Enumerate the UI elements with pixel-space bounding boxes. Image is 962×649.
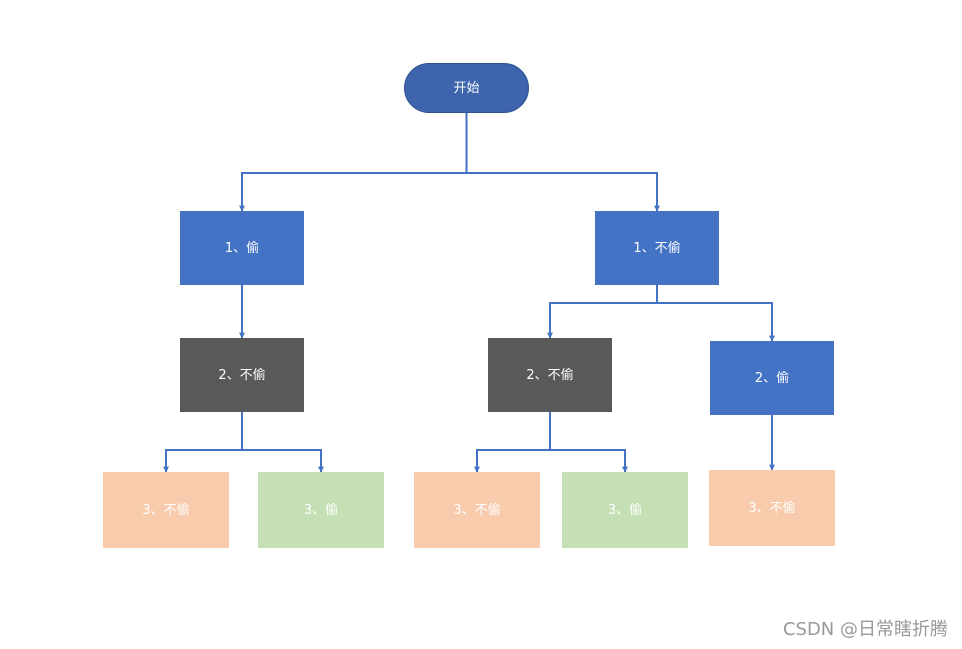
node-label: 3、不偷 [142,502,190,518]
edge-start-to-l1 [239,113,468,212]
process-node-r2a: 2、不偷 [488,338,612,412]
process-node-l3b: 3、偷 [258,472,384,548]
node-label: 开始 [453,80,480,96]
process-node-r3b: 3、偷 [562,472,688,548]
node-label: 2、偷 [754,370,790,386]
process-node-l1: 1、偷 [180,211,304,285]
edge-r2a-to-r3b [549,412,628,473]
edge-l2-to-l3a [163,412,243,473]
start-node: 开始 [404,63,529,113]
edge-l2-to-l3b [241,412,324,473]
edge-start-to-r1 [465,113,660,212]
node-label: 3、偷 [607,502,643,518]
edge-r2a-to-r3a [474,412,551,473]
node-label: 2、不偷 [218,367,266,383]
node-label: 1、偷 [224,240,260,256]
process-node-r3c: 3、不偷 [709,470,835,546]
process-node-r3a: 3、不偷 [414,472,540,548]
process-node-l2: 2、不偷 [180,338,304,412]
node-label: 1、不偷 [633,240,681,256]
watermark: CSDN @日常瞎折腾 [782,619,948,640]
node-label: 3、不偷 [453,502,501,518]
node-label: 3、不偷 [748,500,796,516]
node-label: 2、不偷 [526,367,574,383]
edge-r1-to-r2b [656,285,775,342]
node-label: 3、偷 [303,502,339,518]
process-node-l3a: 3、不偷 [103,472,229,548]
edge-r1-to-r2a [547,285,658,339]
process-node-r2b: 2、偷 [710,341,834,415]
process-node-r1: 1、不偷 [595,211,719,285]
